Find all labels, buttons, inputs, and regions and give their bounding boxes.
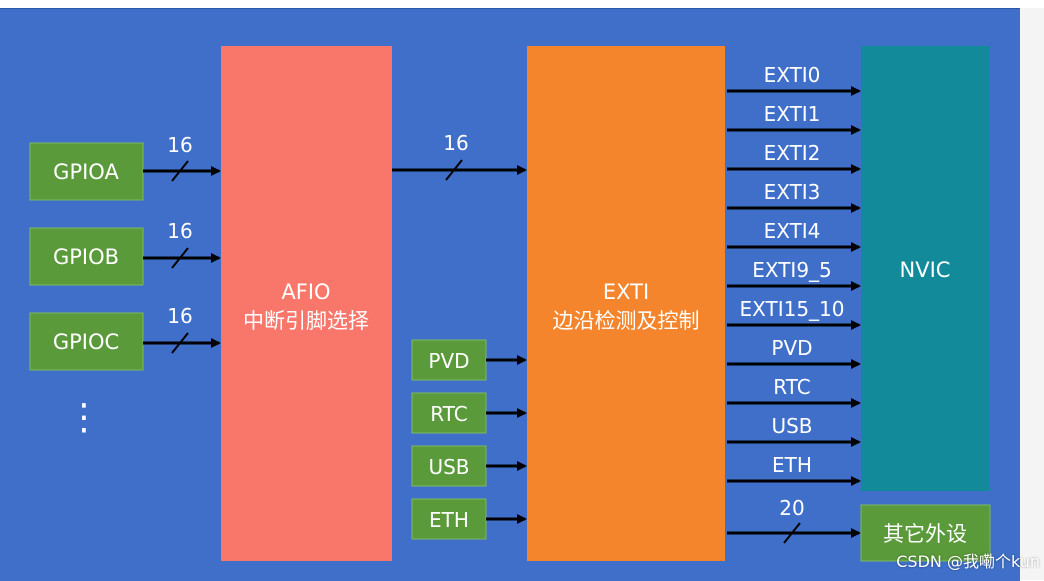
gpioc-bus-width: 16 [167,304,192,328]
gpioa-bus-width: 16 [167,133,192,157]
gpiob-bus: 16 [143,219,221,269]
exti-output-label: PVD [771,336,812,360]
nvic-label: NVIC [900,258,951,282]
exti-input-rtc-label: RTC [430,402,467,426]
other-peripherals-bus: 20 [727,496,861,544]
exti-output-label: EXTI0 [764,63,821,87]
gpioa-label: GPIOA [53,160,119,184]
afio-subtitle: 中断引脚选择 [243,309,369,333]
more-gpio-ellipsis: ⋮ [66,397,102,438]
exti-input-usb-label: USB [428,455,469,479]
exti-output-label: ETH [772,453,812,477]
exti-output-label: RTC [773,375,810,399]
exti-output-label: EXTI2 [764,141,821,165]
gpioc-label: GPIOC [53,330,119,354]
other-peripherals-block: 其它外设 [860,504,991,562]
watermark: CSDN @我嘞个kun [896,552,1040,571]
nvic-block: NVIC [861,46,990,491]
other-peripherals-bus-width: 20 [779,496,804,520]
exti-input-pvd: PVD [411,339,527,381]
exti-output-label: EXTI15_10 [740,297,845,321]
exti-input-eth-label: ETH [429,508,469,532]
exti-input-rtc: RTC [411,392,527,434]
gpioa-block: GPIOA [29,142,144,201]
gpiob-block: GPIOB [29,227,144,286]
afio-to-exti-width: 16 [443,131,468,155]
exti-output-label: EXTI1 [764,102,821,126]
other-peripherals-label: 其它外设 [883,522,967,546]
exti-title: EXTI [603,280,649,304]
exti-input-pvd-label: PVD [428,349,469,373]
exti-output-label: USB [771,414,812,438]
gpiob-bus-width: 16 [167,219,192,243]
exti-block: EXTI 边沿检测及控制 [527,46,725,561]
exti-output-label: EXTI4 [764,219,821,243]
afio-title: AFIO [281,280,330,304]
exti-block-diagram: GPIOA GPIOB GPIOC ⋮ 16 16 16 [29,46,991,562]
gpiob-label: GPIOB [53,245,119,269]
diagram-canvas: GPIOA GPIOB GPIOC ⋮ 16 16 16 [0,8,1020,581]
exti-output-label: EXTI3 [764,180,821,204]
window-edge [1020,8,1044,580]
exti-input-usb: USB [411,445,527,487]
afio-to-exti-bus: 16 [392,131,527,181]
exti-subtitle: 边沿检测及控制 [553,309,700,333]
gpioc-block: GPIOC [29,312,144,371]
exti-output-lines: EXTI0EXTI1EXTI2EXTI3EXTI4EXTI9_5EXTI15_1… [727,63,861,486]
exti-output-label: EXTI9_5 [752,258,832,282]
afio-block: AFIO 中断引脚选择 [221,46,392,561]
exti-input-eth: ETH [411,498,527,540]
gpioa-bus: 16 [143,133,221,182]
gpioc-bus: 16 [143,304,221,354]
